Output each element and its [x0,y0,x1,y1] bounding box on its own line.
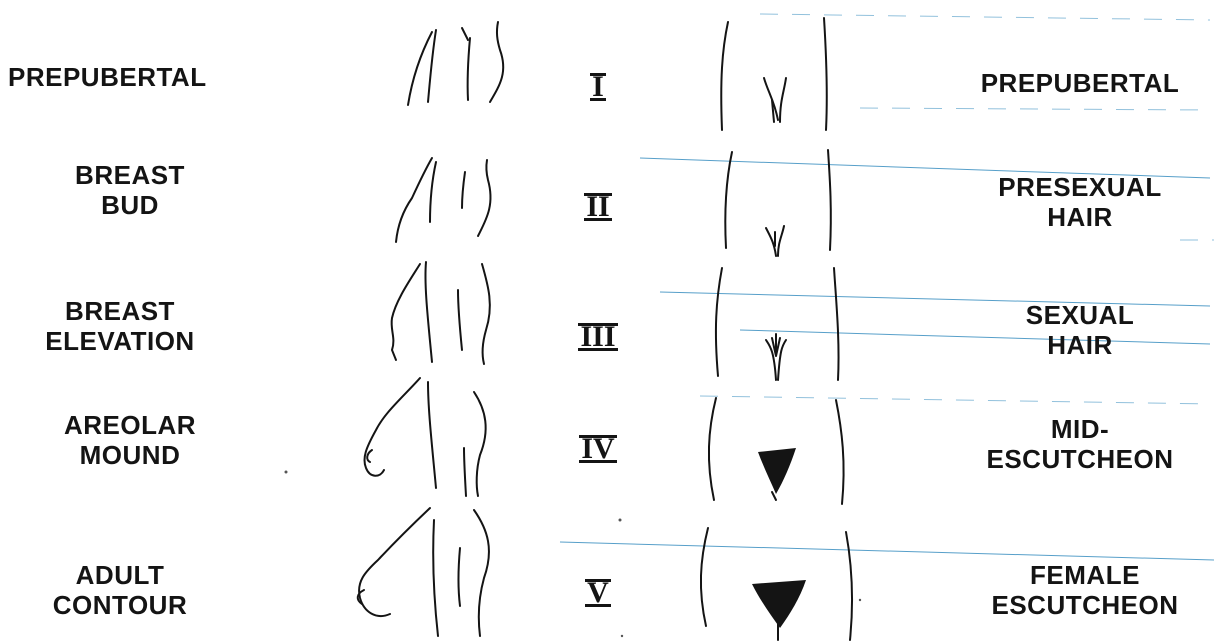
pubic-label-stage-1: PREPUBERTAL [950,68,1210,98]
stage-numeral-1-text: I [590,73,606,101]
scan-line [700,396,1210,404]
breast-drawing-stage-1 [408,22,503,105]
stage-numeral-1: I [568,72,628,102]
stage-numeral-5-text: V [585,579,611,607]
breast-drawing-stage-3 [392,262,490,364]
pubic-drawing-stage-2 [725,150,831,256]
pubic-hair-stage-5 [752,580,806,628]
pubic-hair-stage-4 [758,448,796,494]
scan-line [560,542,1214,560]
breast-label-stage-4: AREOLAR MOUND [30,410,230,470]
stage-numeral-2-text: II [584,193,611,221]
stage-numeral-5: V [568,578,628,608]
pubic-drawing-stage-3 [716,268,839,380]
pubic-label-stage-5: FEMALE ESCUTCHEON [960,560,1210,620]
pubic-label-stage-2: PRESEXUAL HAIR [960,172,1200,232]
breast-label-stage-5: ADULT CONTOUR [10,560,230,620]
breast-drawing-stage-4 [364,378,485,496]
breast-drawing-stage-5 [358,508,489,636]
pubic-drawing-stage-1 [721,18,827,130]
pubic-label-stage-3: SEXUAL HAIR [960,300,1200,360]
breast-label-stage-2: BREAST BUD [30,160,230,220]
stage-numeral-3-text: III [578,323,617,351]
scan-line [860,108,1210,110]
breast-label-stage-1: PREPUBERTAL [8,62,268,92]
scan-line [760,14,1210,20]
pubic-label-stage-4: MID- ESCUTCHEON [950,414,1210,474]
stage-numeral-2: II [568,192,628,222]
breast-label-stage-3: BREAST ELEVATION [10,296,230,356]
breast-drawing-stage-2 [396,158,491,242]
stage-numeral-3: III [568,322,628,352]
stage-numeral-4: IV [568,434,628,464]
stage-numeral-4-text: IV [579,435,616,463]
